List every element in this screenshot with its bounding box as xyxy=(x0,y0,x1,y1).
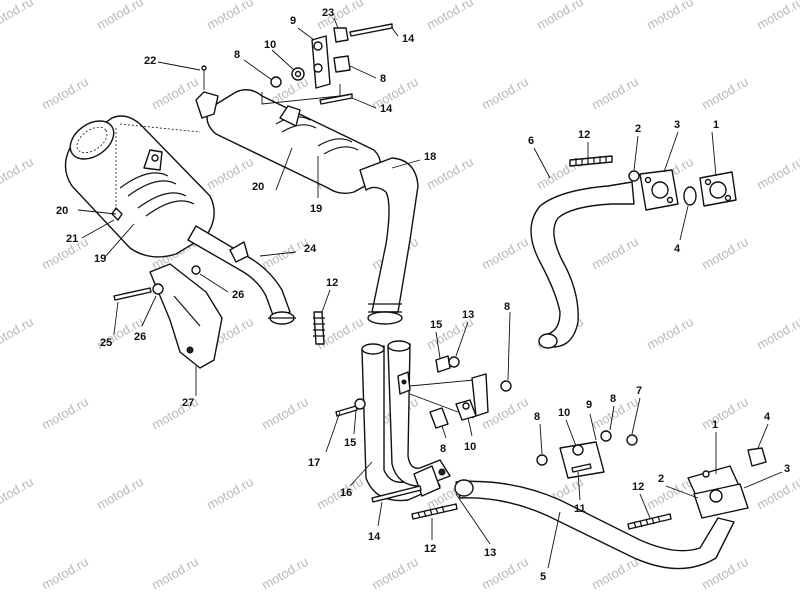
callout-8-right-a: 8 xyxy=(534,411,540,423)
callout-8-top-left: 8 xyxy=(234,49,240,61)
watermark-text: motod.ru xyxy=(39,394,91,433)
watermark-text: motod.ru xyxy=(204,154,256,193)
center-springs xyxy=(313,311,458,520)
watermark-text: motod.ru xyxy=(754,0,800,33)
watermark-text: motod.ru xyxy=(0,314,36,353)
callout-21: 21 xyxy=(66,233,78,245)
lower-exhaust-pipe xyxy=(454,430,767,570)
callout-11: 11 xyxy=(574,503,586,515)
watermark-text: motod.ru xyxy=(699,74,751,113)
callout-23: 23 xyxy=(322,7,334,19)
watermark-text: motod.ru xyxy=(0,0,36,33)
center-y-pipe xyxy=(335,340,512,503)
callout-10-top: 10 xyxy=(264,39,276,51)
callout-7: 7 xyxy=(636,385,642,397)
callout-2-upper: 2 xyxy=(635,123,641,135)
callout-8-center-top: 8 xyxy=(504,301,510,313)
callout-13-upper: 13 xyxy=(462,309,474,321)
watermark-text: motod.ru xyxy=(589,74,641,113)
callout-22: 22 xyxy=(144,55,156,67)
callout-5: 5 xyxy=(540,571,546,583)
callout-8-center: 8 xyxy=(440,443,446,455)
watermark-text: motod.ru xyxy=(204,474,256,513)
callout-19-right: 19 xyxy=(310,203,322,215)
watermark-text: motod.ru xyxy=(369,554,421,593)
watermark-text: motod.ru xyxy=(204,0,256,33)
callout-3-upper: 3 xyxy=(674,119,680,131)
callout-8-right-b: 8 xyxy=(610,393,616,405)
callout-16: 16 xyxy=(340,487,352,499)
callout-24: 24 xyxy=(304,243,317,255)
watermark-text: motod.ru xyxy=(39,554,91,593)
callout-17: 17 xyxy=(308,457,320,469)
watermark-text: motod.ru xyxy=(479,554,531,593)
watermark-text: motod.ru xyxy=(534,0,586,33)
callout-6: 6 xyxy=(528,135,534,147)
callout-27: 27 xyxy=(182,397,194,409)
watermark-text: motod.ru xyxy=(644,314,696,353)
watermark-text: motod.ru xyxy=(754,474,800,513)
watermark-text: motod.ru xyxy=(0,474,36,513)
watermark-text: motod.ru xyxy=(94,0,146,33)
callout-3-lower: 3 xyxy=(784,463,790,475)
watermark-text: motod.ru xyxy=(479,234,531,273)
callout-14-top: 14 xyxy=(402,33,415,45)
watermark-text: motod.ru xyxy=(754,314,800,353)
watermark-text: motod.ru xyxy=(39,74,91,113)
callout-9-right: 9 xyxy=(586,399,592,411)
watermark-text: motod.ru xyxy=(699,394,751,433)
callout-20-left: 20 xyxy=(56,205,68,217)
callout-2-lower: 2 xyxy=(658,473,664,485)
watermark-text: motod.ru xyxy=(754,154,800,193)
watermark-text: motod.ru xyxy=(94,474,146,513)
callout-20-right: 20 xyxy=(252,181,264,193)
callout-4-lower: 4 xyxy=(764,411,771,423)
left-muffler xyxy=(64,115,296,369)
callout-10-center: 10 xyxy=(464,441,476,453)
callout-10-right: 10 xyxy=(558,407,570,419)
watermark-text: motod.ru xyxy=(39,234,91,273)
callout-14-mid: 14 xyxy=(380,103,393,115)
callout-13-lower: 13 xyxy=(484,547,496,559)
watermark-text: motod.ru xyxy=(644,0,696,33)
callout-labels: 1 1 2 2 3 3 4 4 5 6 7 8 8 8 8 8 8 9 9 10… xyxy=(56,7,790,583)
callout-1-lower: 1 xyxy=(712,419,718,431)
callout-12-lower-right: 12 xyxy=(632,481,644,493)
watermark-text: motod.ru xyxy=(699,234,751,273)
callout-26-right: 26 xyxy=(232,289,244,301)
callout-12-center: 12 xyxy=(326,277,338,289)
watermark-text: motod.ru xyxy=(259,554,311,593)
watermark-text: motod.ru xyxy=(479,74,531,113)
watermark-text: motod.ru xyxy=(259,394,311,433)
callout-15-lower: 15 xyxy=(344,437,356,449)
callout-26-left: 26 xyxy=(134,331,146,343)
callout-25: 25 xyxy=(100,337,112,349)
callout-15-upper: 15 xyxy=(430,319,442,331)
callout-12-lower-left: 12 xyxy=(424,543,436,555)
watermark-text: motod.ru xyxy=(424,0,476,33)
watermark-text: motod.ru xyxy=(149,74,201,113)
callout-4-upper: 4 xyxy=(674,243,681,255)
callout-1-upper: 1 xyxy=(713,119,719,131)
callout-19-left: 19 xyxy=(94,253,106,265)
right-muffler xyxy=(195,23,419,325)
watermark-text: motod.ru xyxy=(0,154,36,193)
watermark-text: motod.ru xyxy=(149,554,201,593)
callout-9-top: 9 xyxy=(290,15,296,27)
watermark-text: motod.ru xyxy=(369,74,421,113)
callout-8-top-right: 8 xyxy=(380,73,386,85)
callout-12-upper-right: 12 xyxy=(578,129,590,141)
callout-18: 18 xyxy=(424,151,436,163)
watermark-text: motod.ru xyxy=(589,554,641,593)
right-header-pipe xyxy=(530,155,737,349)
watermark-text: motod.ru xyxy=(589,234,641,273)
callout-14-lower: 14 xyxy=(368,531,381,543)
leader-lines xyxy=(77,17,783,569)
